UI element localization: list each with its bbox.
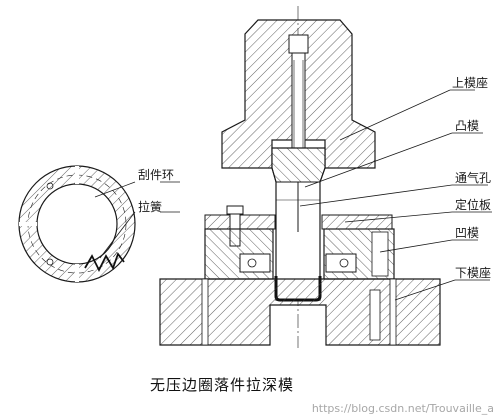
lower-die-base <box>159 278 441 346</box>
label-punch: 凸模 <box>455 119 480 133</box>
label-tension-spring: 拉簧 <box>138 200 163 214</box>
die <box>204 228 395 280</box>
label-scraper-ring: 刮件环 <box>138 168 175 182</box>
figure-caption: 无压边圈落件拉深模 <box>150 376 295 394</box>
scraper-ring-detail <box>18 165 136 283</box>
punch <box>271 147 326 301</box>
label-die: 凹模 <box>455 226 480 240</box>
upper-die-base <box>221 19 376 169</box>
label-vent-hole: 通气孔 <box>455 171 492 185</box>
leader-lines <box>94 89 492 301</box>
watermark: https://blog.csdn.net/Trouvaille_a <box>311 402 494 415</box>
label-upper-die-base: 上模座 <box>452 76 489 90</box>
label-locating-plate: 定位板 <box>455 198 492 212</box>
label-lower-die-base: 下模座 <box>455 266 492 280</box>
